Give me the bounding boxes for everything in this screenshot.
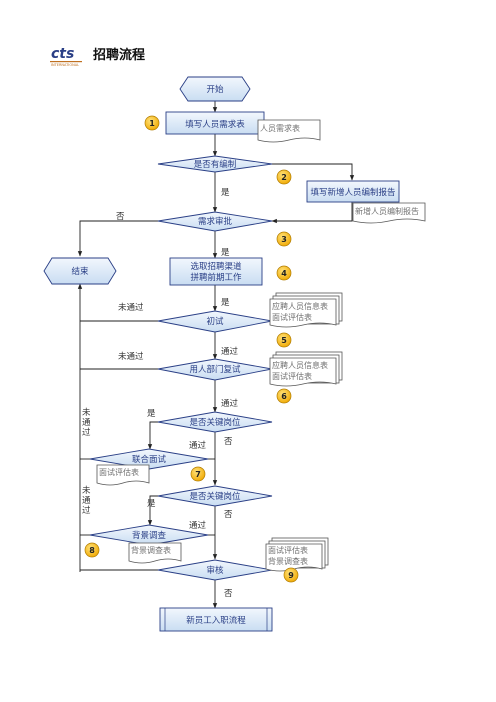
doc-joint-eval: 面试评估表: [96, 464, 150, 486]
svg-text:新员工入职流程: 新员工入职流程: [186, 615, 246, 626]
edge-label-yes: 是: [221, 188, 230, 198]
step-badges: 1 2 3 4 5 6 7 8 9: [84, 115, 299, 583]
step-badge-2: 2: [276, 169, 292, 185]
edge-label-no: 否: [224, 589, 233, 599]
edge-label-yes: 是: [221, 248, 230, 258]
svg-text:填写人员需求表: 填写人员需求表: [185, 119, 245, 130]
edge-label-yes: 是: [147, 499, 156, 509]
svg-text:3: 3: [281, 235, 287, 244]
svg-text:是否有编制: 是否有编制: [194, 159, 237, 170]
step-badge-6: 6: [276, 388, 292, 404]
step-badge-5: 5: [276, 332, 292, 348]
svg-text:开始: 开始: [206, 84, 224, 95]
node-onboarding: 新员工入职流程: [159, 607, 273, 632]
svg-text:人员需求表: 人员需求表: [260, 123, 300, 133]
node-end: 结束: [43, 257, 117, 285]
connectors: [77, 101, 355, 609]
doc-stack-review: 面试评估表 背景调查表: [265, 537, 329, 572]
node-background-check: 背景调查: [89, 524, 209, 546]
step-badge-4: 4: [276, 265, 292, 281]
edge-label-not-pass-v2a: 未: [82, 485, 91, 496]
edge-label-not-pass-v2b: 通: [82, 495, 91, 506]
step-badge-3: 3: [276, 231, 292, 247]
doc-bg-form: 背景调查表: [128, 542, 182, 564]
node-is-budgeted: 是否有编制: [157, 155, 273, 173]
svg-text:cts: cts: [51, 46, 74, 62]
svg-text:面试评估表: 面试评估表: [272, 371, 312, 381]
svg-text:1: 1: [149, 119, 155, 128]
node-channel-selection: 选取招聘渠道 拼聘前期工作: [169, 257, 263, 286]
doc-stack-first-interview: 应聘人员信息表 面试评估表: [269, 292, 343, 328]
svg-text:需求审批: 需求审批: [198, 216, 233, 227]
svg-text:应聘人员信息表: 应聘人员信息表: [272, 360, 328, 370]
edge-label-no: 否: [224, 437, 233, 447]
step-badge-8: 8: [84, 542, 100, 558]
node-fill-form: 填写人员需求表: [165, 111, 265, 135]
edge-label-not-pass-v1c: 过: [82, 427, 91, 438]
node-dept-second-interview: 用人部门复试: [157, 358, 273, 381]
node-start: 开始: [179, 76, 251, 102]
step-badge-9: 9: [283, 567, 299, 583]
edge-label-not-pass-v2c: 过: [82, 505, 91, 516]
svg-text:8: 8: [89, 546, 95, 555]
step-badge-1: 1: [144, 115, 160, 131]
node-first-interview: 初试: [157, 310, 273, 333]
edge-label-pass: 通过: [221, 346, 239, 357]
edge-label-not-pass: 未通过: [118, 351, 144, 362]
page-title: 招聘流程: [93, 47, 145, 63]
svg-text:新增人员编制报告: 新增人员编制报告: [355, 206, 419, 216]
svg-text:应聘人员信息表: 应聘人员信息表: [272, 301, 328, 311]
header: cts INTERNATIONAL 招聘流程: [50, 46, 145, 67]
step-badge-7: 7: [190, 466, 206, 482]
edge-label-yes: 是: [221, 298, 230, 308]
edge-label-pass: 通过: [189, 440, 207, 451]
nodes: 开始 填写人员需求表 是否有编制 填写新增人员编制报告 需求审批 结束: [43, 76, 400, 632]
edge-label-not-pass: 未通过: [118, 302, 144, 313]
edge-label-yes: 是: [147, 409, 156, 419]
node-key-post-1: 是否关键岗位: [157, 411, 273, 433]
edge-labels: 是 否 是 是 未通过 通过 未通过 通过 是 否 通过 未 通 过 未 通 过…: [82, 188, 239, 599]
svg-text:7: 7: [195, 470, 201, 479]
svg-text:4: 4: [281, 269, 287, 278]
company-logo: cts INTERNATIONAL: [50, 46, 82, 67]
svg-text:是否关键岗位: 是否关键岗位: [189, 417, 241, 428]
svg-text:5: 5: [281, 336, 287, 345]
node-demand-approval: 需求审批: [157, 211, 273, 232]
svg-text:选取招聘渠道: 选取招聘渠道: [190, 261, 242, 272]
svg-text:结束: 结束: [71, 266, 89, 277]
svg-text:面试评估表: 面试评估表: [99, 467, 139, 477]
svg-text:用人部门复试: 用人部门复试: [189, 364, 241, 375]
node-final-review: 审核: [157, 559, 273, 581]
svg-text:2: 2: [281, 173, 287, 182]
edge-label-not-pass-v1a: 未: [82, 407, 91, 418]
svg-text:审核: 审核: [206, 565, 224, 576]
svg-text:拼聘前期工作: 拼聘前期工作: [190, 272, 242, 283]
svg-text:面试评估表: 面试评估表: [268, 545, 308, 555]
documents: 人员需求表 新增人员编制报告 应聘人员信息表 面试评估表 应聘人员信息表 面试评…: [96, 119, 426, 572]
svg-text:6: 6: [281, 392, 287, 401]
svg-text:背景调查表: 背景调查表: [131, 545, 171, 555]
svg-text:联合面试: 联合面试: [132, 454, 167, 465]
edge-label-no: 否: [224, 510, 233, 520]
svg-text:是否关键岗位: 是否关键岗位: [189, 491, 241, 502]
svg-text:初试: 初试: [206, 316, 224, 327]
edge-label-pass: 通过: [221, 398, 239, 409]
edge-label-not-pass-v1b: 通: [82, 417, 91, 428]
svg-text:面试评估表: 面试评估表: [272, 312, 312, 322]
doc-demand-form: 人员需求表: [257, 119, 321, 143]
doc-stack-second-interview: 应聘人员信息表 面试评估表: [269, 351, 343, 387]
edge-label-no: 否: [116, 212, 125, 222]
svg-text:背景调查表: 背景调查表: [268, 556, 308, 566]
node-new-headcount-report: 填写新增人员编制报告: [306, 180, 400, 203]
edge-label-pass: 通过: [189, 520, 207, 531]
svg-text:9: 9: [288, 571, 294, 580]
doc-headcount-report: 新增人员编制报告: [352, 202, 426, 224]
node-key-post-2: 是否关键岗位: [157, 485, 273, 507]
svg-text:背景调查: 背景调查: [132, 530, 167, 541]
svg-text:填写新增人员编制报告: 填写新增人员编制报告: [310, 187, 395, 198]
svg-text:INTERNATIONAL: INTERNATIONAL: [51, 63, 79, 67]
